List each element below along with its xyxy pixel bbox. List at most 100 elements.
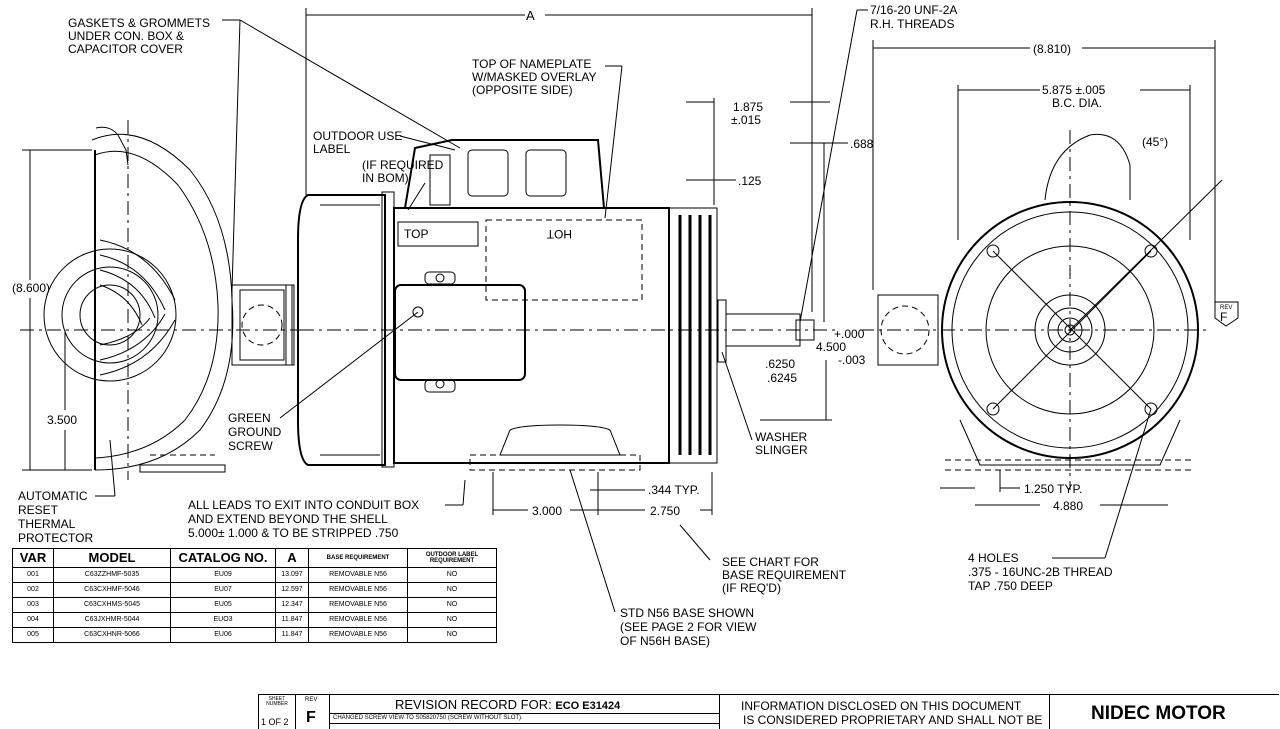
right-end-view (860, 130, 1223, 490)
cell: REMOVABLE N56 (308, 597, 408, 613)
cell: NO (407, 627, 497, 643)
leads-line-2: AND EXTEND BEYOND THE SHELL (188, 512, 388, 526)
cell: EUO3 (170, 612, 276, 628)
table-header-row: VAR MODEL CATALOG NO. A BASE REQUIREMENT… (12, 548, 497, 568)
cell: EU06 (170, 627, 276, 643)
cell: NO (407, 612, 497, 628)
variation-table: VAR MODEL CATALOG NO. A BASE REQUIREMENT… (12, 548, 497, 643)
leads-line-3: 5.000± 1.000 & TO BE STRIPPED .750 (188, 526, 399, 540)
outdoor-line-2: LABEL (313, 142, 351, 156)
cell: REMOVABLE N56 (308, 582, 408, 598)
svg-text:F: F (1220, 310, 1227, 324)
rev-label: REV (305, 697, 318, 703)
rev-cell: REV F (295, 695, 330, 729)
dim-4880: 4.880 (1053, 499, 1083, 513)
dim-a-label: A (526, 8, 535, 23)
auto-line-4: PROTECTOR (18, 531, 93, 545)
nameplate-line-1: TOP OF NAMEPLATE (472, 57, 591, 71)
if-required-line-1: (IF REQUIRED (362, 158, 444, 172)
dimension-lines (22, 8, 1216, 613)
svg-text:REV: REV (1220, 305, 1232, 311)
proprietary-cell: INFORMATION DISCLOSED ON THIS DOCUMENT I… (719, 695, 1050, 729)
fan-grille (43, 239, 177, 382)
cell: 001 (12, 567, 54, 583)
dim-1250: 1.250 TYP. (1024, 482, 1082, 496)
holes-line-1: 4 HOLES (968, 551, 1019, 565)
table-row: 004 C63JXHMR-5044 EUO3 11.847 REMOVABLE … (12, 612, 497, 628)
cell: 005 (12, 627, 54, 643)
thread-line-1: 7/16-20 UNF-2A (870, 3, 957, 17)
thread-line-2: R.H. THREADS (870, 17, 954, 31)
dim-6250: .6250 (765, 357, 795, 371)
table-row: 005 C63CXHNR-5066 EU06 11.847 REMOVABLE … (12, 627, 497, 643)
cell: NO (407, 582, 497, 598)
nameplate-line-2: W/MASKED OVERLAY (472, 70, 596, 84)
cell: 13.097 (275, 567, 309, 583)
dim-688: .688 (850, 137, 874, 151)
holes-line-2: .375 - 16UNC-2B THREAD (968, 565, 1113, 579)
green-line-2: GROUND (228, 425, 282, 439)
left-end-view (20, 120, 310, 480)
washer-line-1: WASHER (755, 430, 808, 444)
col-model: MODEL (53, 548, 171, 568)
leads-line-1: ALL LEADS TO EXIT INTO CONDUIT BOX (188, 498, 419, 512)
col-var: VAR (12, 548, 54, 568)
company-name: NIDEC MOTOR (1091, 703, 1226, 724)
nameplate-line-3: (OPPOSITE SIDE) (472, 83, 573, 97)
chart-line-1: SEE CHART FOR (722, 555, 819, 569)
base-line-3: OF N56H BASE) (620, 634, 710, 648)
proprietary-line-2: IS CONSIDERED PROPRIETARY AND SHALL NOT … (743, 713, 1043, 727)
auto-line-2: RESET (18, 503, 59, 517)
col-catalog: CATALOG NO. (170, 548, 276, 568)
base-line-2: (SEE PAGE 2 FOR VIEW (620, 620, 757, 634)
outdoor-line-1: OUTDOOR USE (313, 129, 402, 143)
dim-8810: (8.810) (1033, 42, 1071, 56)
auto-line-1: AUTOMATIC (18, 489, 88, 503)
cell: C63CXHNR-5066 (53, 627, 171, 643)
dim-125: .125 (738, 174, 762, 188)
side-view (297, 139, 840, 471)
revision-note: CHANGED SCREW VIEW TO S05820750 (SCREW W… (333, 715, 523, 721)
sheet-label: SHEET NUMBER (266, 696, 288, 707)
dim-344: .344 TYP. (648, 483, 700, 497)
proprietary-line-1: INFORMATION DISCLOSED ON THIS DOCUMENT (741, 699, 1022, 713)
washer-line-2: SLINGER (755, 443, 808, 457)
hot-label: HOT (546, 227, 572, 241)
top-label: TOP (404, 227, 428, 241)
cell: 12.597 (275, 582, 309, 598)
dim-45: (45°) (1142, 135, 1168, 149)
rev-value: F (306, 709, 316, 726)
col-base: BASE REQUIREMENT (308, 548, 408, 568)
auto-line-3: THERMAL (18, 517, 76, 531)
dim-3500: 3.500 (47, 413, 77, 427)
holes-line-3: TAP .750 DEEP (968, 579, 1053, 593)
cell: 002 (12, 582, 54, 598)
dim-plus-000: +.000 (834, 327, 865, 341)
revision-record-cell: REVISION RECORD FOR: ECO E31424 CHANGED … (329, 695, 720, 729)
sheet-cell: SHEET NUMBER 1 OF 2 (259, 695, 296, 729)
cell: NO (407, 567, 497, 583)
dim-2750: 2.750 (650, 504, 680, 518)
dim-minus-003: -.003 (838, 353, 866, 367)
cell: EU05 (170, 597, 276, 613)
cell: REMOVABLE N56 (308, 567, 408, 583)
dim-5875-line-2: B.C. DIA. (1052, 96, 1102, 110)
cell: REMOVABLE N56 (308, 627, 408, 643)
cell: C63JXHMR-5044 (53, 612, 171, 628)
company-cell: NIDEC MOTOR (1049, 695, 1278, 729)
dim-1875-line-1: 1.875 (733, 100, 763, 114)
cell: 11.847 (275, 627, 309, 643)
cell: REMOVABLE N56 (308, 612, 408, 628)
gaskets-line-3: CAPACITOR COVER (68, 42, 183, 56)
green-line-1: GREEN (228, 411, 271, 425)
cell: EU09 (170, 567, 276, 583)
eco-number: ECO E31424 (555, 700, 621, 712)
col-a: A (275, 548, 309, 568)
base-line-1: STD N56 BASE SHOWN (620, 606, 754, 620)
cell: C63ZZHMF-5035 (53, 567, 171, 583)
dim-8600: (8.600) (12, 281, 50, 295)
dim-3000: 3.000 (532, 504, 562, 518)
dim-5875-line-1: 5.875 ±.005 (1042, 83, 1106, 97)
title-block: SHEET NUMBER 1 OF 2 REV F REVISION RECOR… (258, 694, 1279, 729)
gaskets-line-1: GASKETS & GROMMETS (68, 16, 210, 30)
